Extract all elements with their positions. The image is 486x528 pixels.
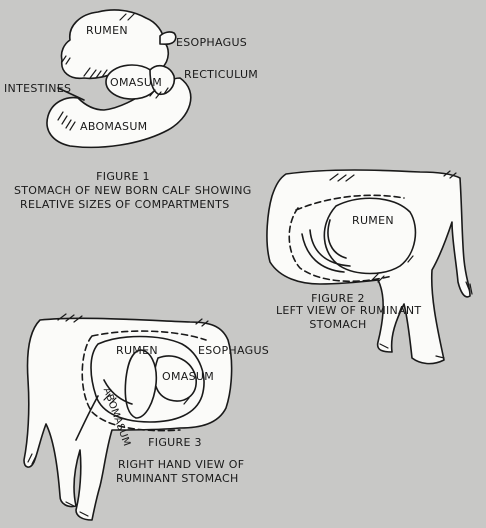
figure1-intestines-label: INTESTINES: [4, 82, 72, 95]
figure1-caption-line1: STOMACH OF NEW BORN CALF SHOWING: [14, 184, 252, 197]
figure3-caption-line2: RUMINANT STOMACH: [116, 472, 239, 485]
figure3-abomasum-shape: [124, 349, 158, 419]
figure1-caption-number: FIGURE 1: [96, 170, 150, 183]
figure1-esophagus-label: ESOPHAGUS: [176, 36, 248, 49]
figure1-rumen-label: RUMEN: [86, 24, 128, 37]
figure2-caption-number: FIGURE 2: [311, 292, 365, 305]
figure2-rumen-shape: [323, 197, 417, 275]
figure2-rumen-label: RUMEN: [352, 214, 394, 227]
figure2-caption-line1: LEFT VIEW OF RUMINANT: [276, 304, 422, 317]
figure2-caption-line2: STOMACH: [309, 318, 367, 331]
figure3-caption-line1: RIGHT HAND VIEW OF: [118, 458, 245, 471]
figure1-caption-line2: RELATIVE SIZES OF COMPARTMENTS: [20, 198, 230, 211]
figure1-recticulum-shape: [149, 64, 176, 96]
figure2-cow-drawing: [266, 169, 473, 365]
figure3-rumen-label: RUMEN: [116, 344, 158, 357]
figure1-omasum-label: OMASUM: [110, 76, 162, 89]
figure3-omasum-label: OMASUM: [162, 370, 214, 383]
figure3-esophagus-label: ESOPHAGUS: [198, 344, 270, 357]
figure3-cow-drawing: [23, 313, 233, 521]
figure1-recticulum-label: RECTICULUM: [184, 68, 259, 81]
figure1-abomasum-label: ABOMASUM: [80, 120, 148, 133]
figure1-stomach-drawing: [46, 9, 192, 149]
figure3-caption-number: FIGURE 3: [148, 436, 202, 449]
figure1-esophagus-shape: [159, 31, 177, 46]
